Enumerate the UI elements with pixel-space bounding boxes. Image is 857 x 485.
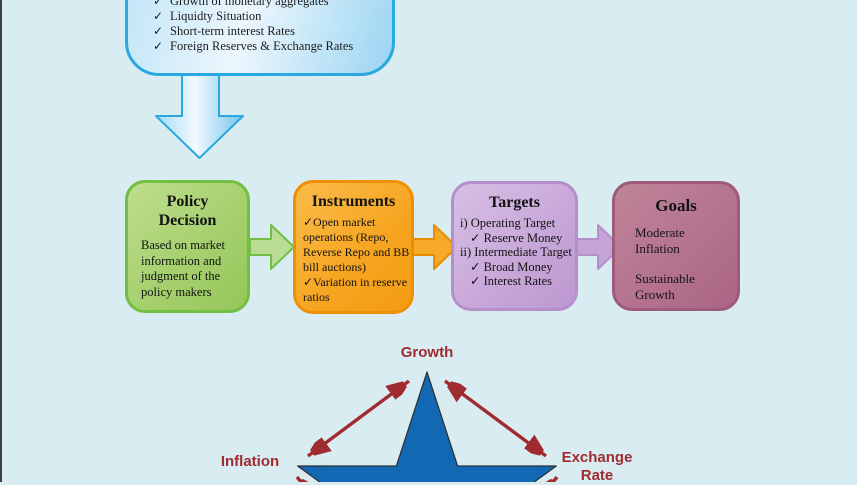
exchange-rate-label: Exchange Rate — [561, 449, 633, 484]
check-icon: ✓ — [153, 9, 164, 23]
instruments-title: Instruments — [311, 193, 396, 210]
instruments-item: ✓Open market operations (Repo, Reverse R… — [303, 215, 410, 274]
situation-item: ✓ Liquidty Situation — [153, 9, 383, 24]
situation-item-label: Foreign Reserves & Exchange Rates — [170, 39, 354, 53]
targets-item: ✓ Reserve Money — [470, 230, 563, 245]
policy-decision-box: Policy Decision Based on market informat… — [125, 180, 250, 313]
policy-decision-title: Policy Decision — [158, 193, 217, 229]
down-arrow-icon — [155, 75, 244, 159]
targets-item: ✓ Broad Money — [470, 259, 553, 274]
inflation-down-arrow — [297, 475, 322, 482]
targets-items: i) Operating Target ✓ Reserve Money ii) … — [460, 216, 578, 289]
screen-edge-left — [0, 0, 2, 482]
growth-label: Growth — [400, 344, 454, 361]
goal-line: Sustainable Growth — [635, 271, 695, 302]
targets-item: ii) Intermediate Target — [460, 245, 572, 259]
right-arrow-icon — [576, 224, 622, 270]
situation-item-label: Short-term interest Rates — [170, 24, 295, 38]
inflation-label: Inflation — [220, 453, 280, 470]
situation-item-label: Growth of monetary aggregates — [170, 0, 329, 8]
check-icon: ✓ — [153, 24, 164, 38]
economic-situation-list: ✓ Growth of monetary aggregates ✓ Liquid… — [153, 0, 383, 54]
instruments-box: Instruments ✓Open market operations (Rep… — [293, 180, 414, 314]
goal-line: Moderate Inflation — [635, 225, 685, 256]
targets-title: Targets — [489, 194, 540, 211]
right-arrow-icon — [249, 224, 295, 270]
situation-item: ✓ Foreign Reserves & Exchange Rates — [153, 39, 383, 54]
goals-box: Goals Moderate Inflation Sustainable Gro… — [612, 181, 740, 311]
growth-inflation-arrow — [306, 381, 411, 456]
check-icon: ✓ — [153, 39, 164, 53]
instruments-item: ✓Variation in reserve ratios — [303, 275, 408, 304]
situation-item-label: Liquidty Situation — [170, 9, 262, 23]
star-shape — [297, 371, 557, 482]
goals-body: Moderate Inflation Sustainable Growth — [635, 225, 723, 303]
exchange-down-arrow — [532, 477, 557, 482]
economic-situation-box — [125, 0, 395, 76]
instruments-items: ✓Open market operations (Repo, Reverse R… — [303, 215, 413, 305]
right-arrow-icon — [412, 224, 458, 270]
policy-decision-body: Based on market information and judgment… — [141, 238, 226, 299]
situation-item: ✓ Growth of monetary aggregates — [153, 0, 383, 9]
situation-item: ✓ Short-term interest Rates — [153, 24, 383, 39]
targets-item: i) Operating Target — [460, 216, 556, 230]
goals-title: Goals — [655, 196, 697, 215]
growth-exchange-arrow — [445, 381, 546, 456]
targets-item: ✓ Interest Rates — [470, 274, 552, 288]
check-icon: ✓ — [153, 0, 164, 8]
targets-box: Targets i) Operating Target ✓ Reserve Mo… — [451, 181, 578, 311]
